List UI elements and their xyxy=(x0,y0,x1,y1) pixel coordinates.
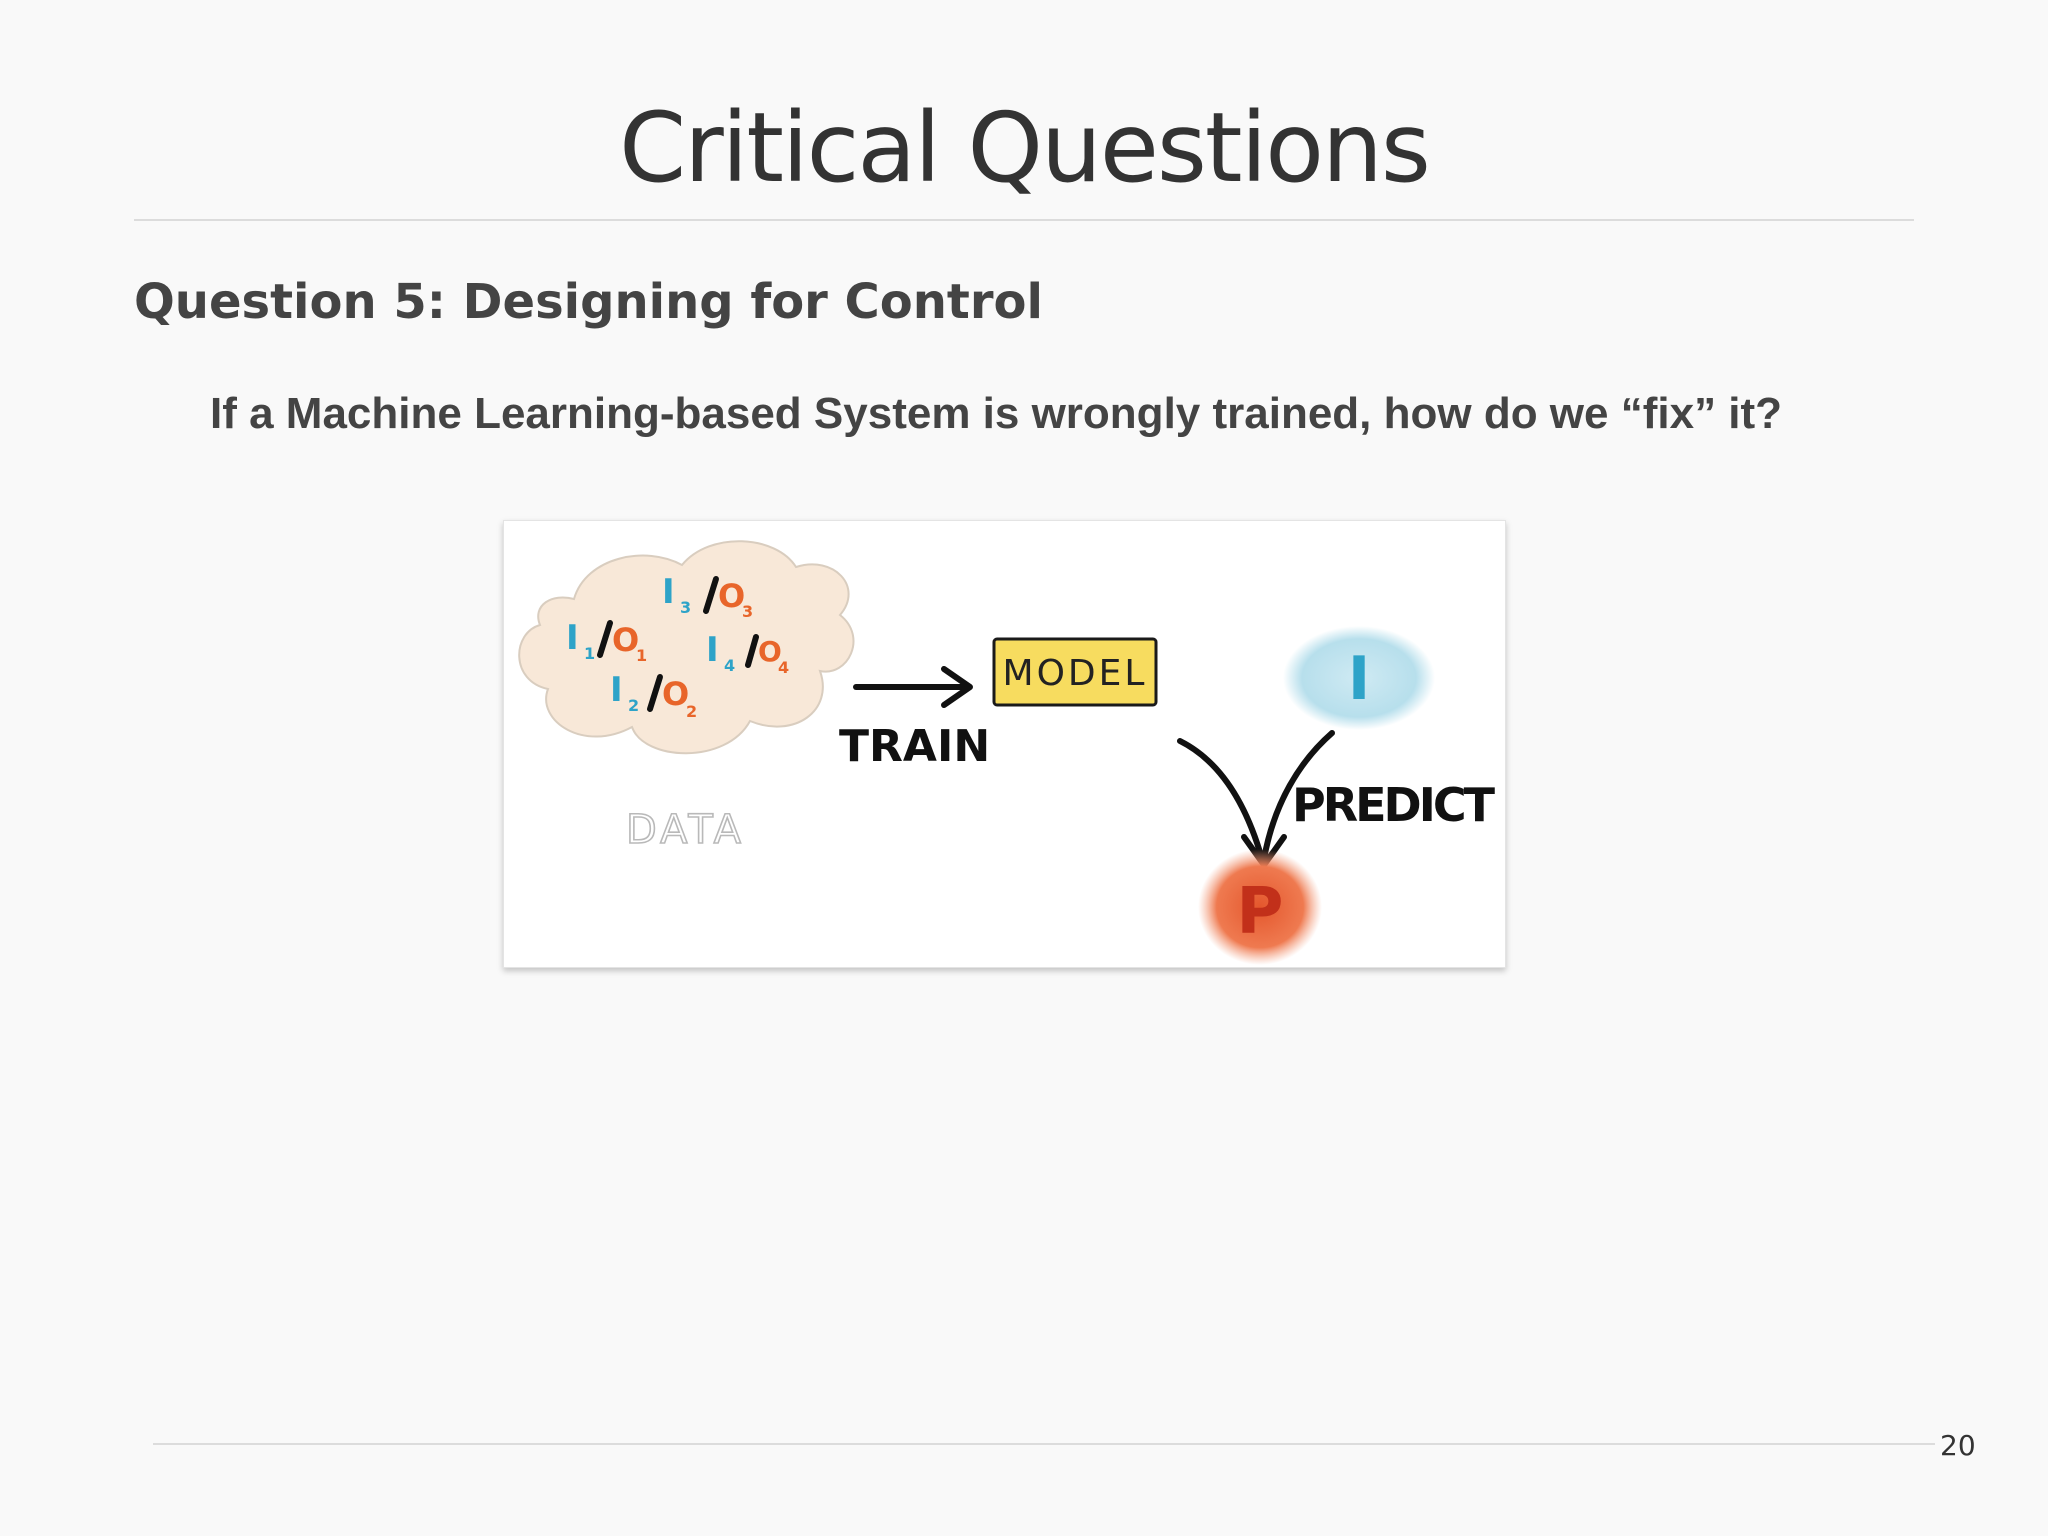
question-heading: Question 5: Designing for Control xyxy=(134,274,1043,330)
prediction-label: P xyxy=(1237,875,1284,949)
slide-title: Critical Questions xyxy=(619,92,1431,204)
input-symbol: I xyxy=(662,572,675,612)
train-label: TRAIN xyxy=(839,721,990,772)
output-subscript: 1 xyxy=(636,646,647,665)
input-subscript: 1 xyxy=(584,644,595,663)
model-box xyxy=(992,637,1158,707)
output-symbol: O xyxy=(612,621,639,659)
data-pair-i1-o1: I 1 O 1 xyxy=(566,618,647,665)
ml-workflow-diagram: I 3 O 3 I 1 O 1 I 4 O 4 I 2 O 2 xyxy=(518,540,1499,965)
input-subscript: 3 xyxy=(680,598,691,617)
input-symbol: I xyxy=(610,670,623,710)
title-divider xyxy=(134,219,1914,221)
prediction-blob xyxy=(1198,849,1322,965)
ml-workflow-figure: I 3 O 3 I 1 O 1 I 4 O 4 I 2 O 2 xyxy=(503,520,1506,968)
data-cloud xyxy=(518,540,855,755)
output-subscript: 4 xyxy=(778,658,789,677)
input-subscript: 2 xyxy=(628,696,639,715)
output-symbol: O xyxy=(758,635,782,668)
data-pair-i2-o2: I 2 O 2 xyxy=(610,670,697,721)
output-subscript: 3 xyxy=(742,602,753,621)
pair-slash xyxy=(597,620,613,658)
input-blob xyxy=(1283,626,1435,730)
input-subscript: 4 xyxy=(724,656,735,675)
input-symbol: I xyxy=(706,630,719,670)
train-arrow xyxy=(853,666,973,708)
page-number: 20 xyxy=(1940,1429,1976,1462)
pair-slash xyxy=(745,634,759,668)
data-label: DATA xyxy=(626,807,745,853)
data-pair-i3-o3: I 3 O 3 xyxy=(662,572,753,621)
output-subscript: 2 xyxy=(686,702,697,721)
data-pair-i4-o4: I 4 O 4 xyxy=(706,630,789,677)
output-symbol: O xyxy=(662,675,689,713)
model-label: MODEL xyxy=(1003,653,1148,694)
predict-label: PREDICT xyxy=(1292,778,1496,832)
input-label: I xyxy=(1348,644,1370,714)
question-text: If a Machine Learning-based System is wr… xyxy=(210,389,1783,438)
pair-slash xyxy=(647,674,663,712)
pair-slash xyxy=(703,576,719,614)
footer-divider xyxy=(153,1443,1935,1445)
output-symbol: O xyxy=(718,577,745,615)
input-symbol: I xyxy=(566,618,579,658)
